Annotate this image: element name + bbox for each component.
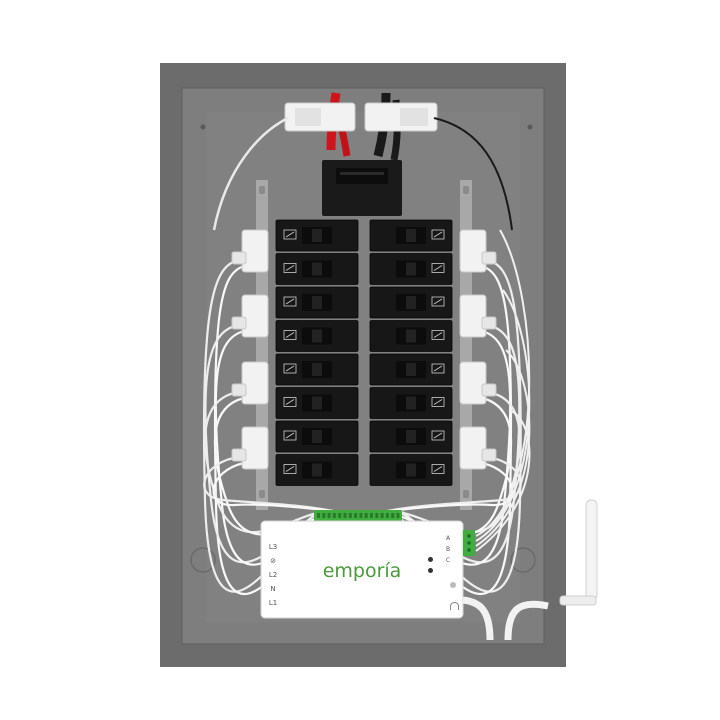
branch-breaker: [369, 353, 453, 386]
strip-pin: [327, 513, 331, 518]
strip-pin: [332, 513, 336, 518]
branch-breaker: [275, 219, 359, 252]
terminal-label: N: [270, 585, 276, 593]
main-ct-lead: [433, 117, 513, 231]
branch-breaker: [369, 387, 453, 419]
wifi-icon: [450, 602, 459, 610]
branch-breaker: [369, 286, 453, 319]
branch-breaker: [275, 420, 359, 453]
strip-pin: [385, 513, 389, 518]
terminal-labels: L3 ⊘ L2 N L1: [266, 540, 280, 610]
terminal-label: ⊘: [270, 557, 276, 565]
branch-ct-clamp: [459, 229, 497, 273]
branch-breaker: [369, 420, 453, 453]
reset-button[interactable]: [450, 582, 456, 588]
branch-breaker: [275, 454, 359, 486]
breaker-bank: [275, 219, 453, 486]
branch-breaker: [369, 219, 453, 252]
branch-breaker: [275, 387, 359, 419]
led-indicator: [428, 568, 433, 573]
knockout: [510, 547, 536, 573]
main-breaker: [322, 160, 402, 216]
strip-pin: [380, 513, 384, 518]
power-cable: [462, 596, 494, 641]
strip-pin: [343, 513, 347, 518]
main-ct-clamp-right: [364, 102, 438, 132]
ct-wire: [373, 461, 514, 515]
branch-breaker: [275, 253, 359, 285]
led-indicator: [428, 557, 433, 562]
terminal-label: L3: [268, 543, 278, 551]
strip-pin: [322, 513, 326, 518]
strip-pin: [396, 513, 400, 518]
status-label: B: [445, 546, 451, 553]
status-label: A: [445, 535, 451, 542]
strip-pin: [354, 513, 358, 518]
branch-ct-clamp: [231, 294, 269, 338]
branch-ct-clamp: [231, 229, 269, 273]
knockout: [190, 547, 216, 573]
strip-pin: [391, 513, 395, 518]
strip-pin: [375, 513, 379, 518]
strip-pin: [364, 513, 368, 518]
branch-ct-clamps: [231, 229, 497, 470]
energy-monitor: [260, 520, 475, 619]
strip-pin: [359, 513, 363, 518]
branch-breaker: [369, 454, 453, 486]
antenna: [559, 499, 598, 606]
main-ct-lead: [212, 116, 289, 231]
antenna-cable: [504, 600, 549, 641]
status-labels: A B C: [442, 533, 454, 566]
ct-wire: [475, 409, 531, 552]
ct-wire: [212, 461, 349, 515]
strip-pin: [348, 513, 352, 518]
strip-pin: [317, 513, 320, 518]
branch-ct-clamp: [231, 361, 269, 405]
ct-terminal-strip: [314, 510, 402, 521]
main-ct-clamp-left: [284, 102, 356, 132]
branch-ct-clamp: [459, 361, 497, 405]
monitor-brand-label: emporía: [322, 560, 402, 582]
strip-pin: [370, 513, 373, 518]
branch-breaker: [275, 286, 359, 319]
branch-breaker: [369, 320, 453, 352]
branch-ct-clamp: [231, 426, 269, 470]
screw-hole: [527, 124, 533, 130]
strip-pin: [338, 513, 342, 518]
terminal-label: L1: [268, 599, 278, 607]
status-label: C: [445, 557, 451, 564]
branch-breaker: [275, 353, 359, 386]
ct-wire: [381, 455, 522, 514]
terminal-label: L2: [268, 571, 278, 579]
branch-ct-clamp: [459, 294, 497, 338]
branch-breaker: [275, 320, 359, 352]
screw-hole: [200, 124, 206, 130]
branch-ct-clamp: [459, 426, 497, 470]
branch-breaker: [369, 253, 453, 285]
ct-wire: [203, 455, 339, 514]
